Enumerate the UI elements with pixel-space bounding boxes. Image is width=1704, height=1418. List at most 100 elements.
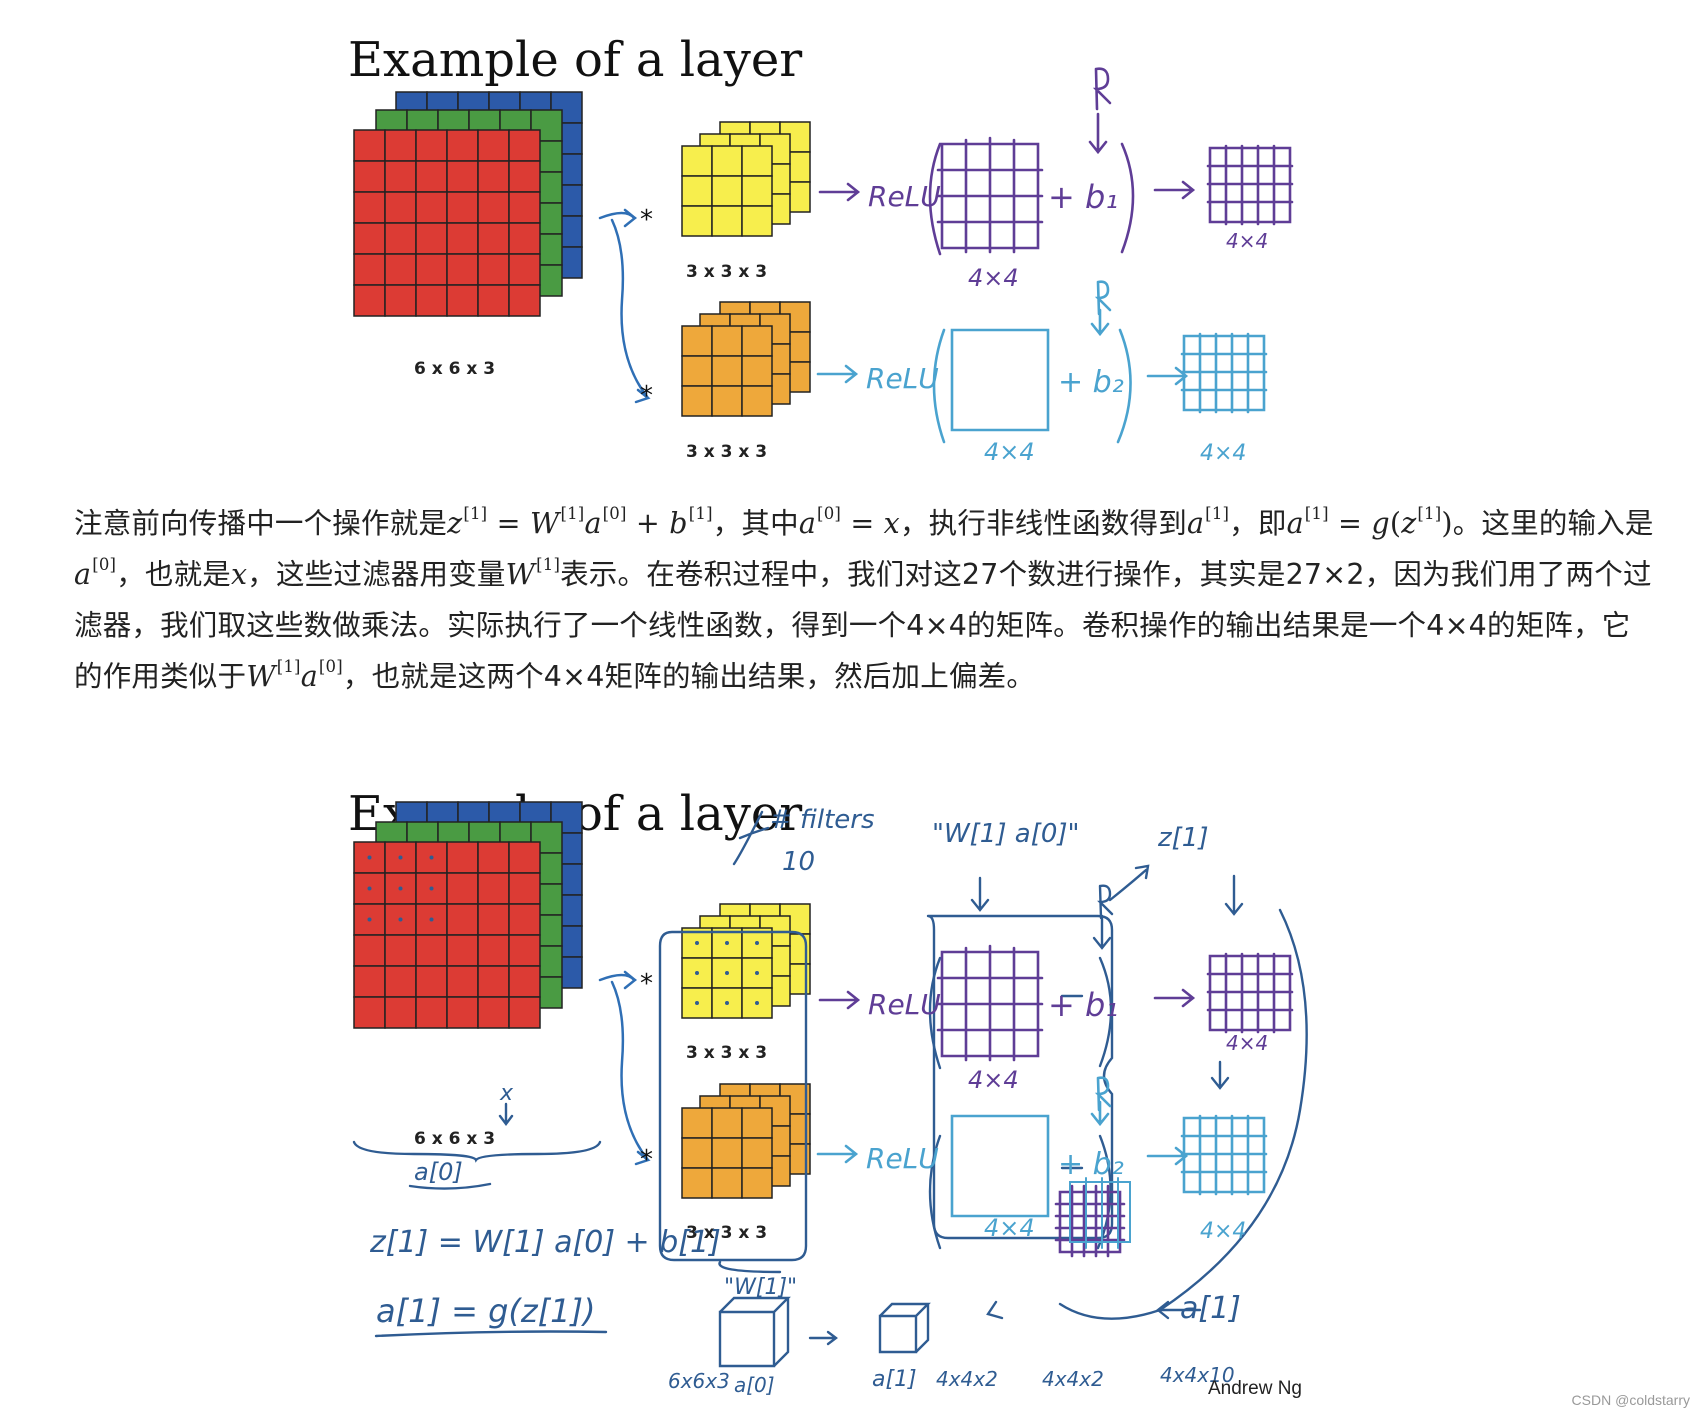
formula-a1-gz1: a[1] = g(z[1]) xyxy=(1286,503,1453,540)
grid-cell xyxy=(446,160,479,193)
filter-yellow xyxy=(681,903,811,1019)
grid-cell xyxy=(741,385,773,417)
filter-position-dot xyxy=(367,886,372,891)
grid-cell xyxy=(446,996,479,1029)
text-segment: 表示。在卷积过程中，我们对这27个数进行操作，其实是27×2，因为我们用了两个过… xyxy=(74,558,1652,693)
grid-cell xyxy=(415,284,448,317)
filter-position-dot xyxy=(725,1001,729,1005)
grid-cell xyxy=(415,253,448,286)
grid-cell xyxy=(353,191,386,224)
grid-cell xyxy=(508,934,541,967)
input-volume xyxy=(353,91,583,317)
filter-position-dot xyxy=(755,971,759,975)
cube-6x6x3-label: 6x6x3 xyxy=(668,1369,730,1393)
size-4x4-label-4: 4×4 xyxy=(1200,441,1246,466)
grid-cell xyxy=(384,934,417,967)
grid-cell xyxy=(711,175,743,207)
grid-cell xyxy=(681,1137,713,1169)
relu-label-2: ReLU xyxy=(866,362,939,395)
convolution-star-2: * xyxy=(640,1145,653,1175)
plus-b1-label: + b₁ xyxy=(1048,178,1118,216)
grid-cell xyxy=(681,385,713,417)
grid-cell xyxy=(508,996,541,1029)
equation-z1: z[1] = W[1] a[0] + b[1] xyxy=(369,1225,721,1260)
size-4x4-label-1: 4×4 xyxy=(968,1066,1019,1094)
grid-cell xyxy=(508,160,541,193)
grid-cell xyxy=(384,129,417,162)
text-segment: ，执行非线性函数得到 xyxy=(899,507,1187,540)
grid-cell xyxy=(681,175,713,207)
handwritten-row-1-cyan-shadow xyxy=(1069,1177,1131,1249)
filter-position-dot xyxy=(367,855,372,860)
grid-cell xyxy=(711,1137,743,1169)
formula-z1: z[1] = W[1]a[0] + b[1] xyxy=(447,503,713,540)
grid-cell xyxy=(508,841,541,874)
text-segment: ，这些过滤器用变量 xyxy=(247,558,506,591)
size-4x4x2-label: 4x4x2 xyxy=(936,1367,998,1391)
filter-orange xyxy=(681,1083,811,1199)
grid-cell xyxy=(446,222,479,255)
grid-cell xyxy=(711,1107,743,1139)
relu-label-1: ReLU xyxy=(868,180,941,213)
grid-cell xyxy=(681,1107,713,1139)
formula-a1: a[1] xyxy=(1186,503,1230,540)
grid-cell xyxy=(446,129,479,162)
grid-cell xyxy=(711,205,743,237)
grid-cell xyxy=(415,996,448,1029)
size-4x4-label-3: 4×4 xyxy=(984,438,1035,466)
watermark: CSDN @coldstarry xyxy=(1571,1392,1690,1408)
filter-position-dot xyxy=(429,917,434,922)
formula-w1: W[1] xyxy=(505,554,561,591)
text-segment: ，也就是 xyxy=(116,558,232,591)
size-4x4-label-1: 4×4 xyxy=(968,264,1019,292)
grid-cell xyxy=(384,284,417,317)
grid-cell xyxy=(384,222,417,255)
grid-cell xyxy=(508,872,541,905)
grid-cell xyxy=(508,965,541,998)
text-segment: 注意前向传播中一个操作就是 xyxy=(74,507,448,540)
a0-under-label: a[0] xyxy=(414,1158,463,1186)
filter-position-dot xyxy=(398,855,403,860)
grid-cell xyxy=(446,191,479,224)
grid-cell xyxy=(681,145,713,177)
split-arrows xyxy=(598,208,651,404)
grid-cell xyxy=(415,934,448,967)
plus-b2-label: + b₂ xyxy=(1058,365,1124,400)
ten-note: 10 xyxy=(782,847,815,877)
grid-cell xyxy=(508,903,541,936)
grid-cell xyxy=(477,284,510,317)
formula-x: x xyxy=(231,558,248,591)
filter1-dim-label: 3 x 3 x 3 xyxy=(686,1043,767,1063)
relu-label-1: ReLU xyxy=(868,988,941,1021)
grid-cell xyxy=(477,129,510,162)
slide-title: Example of a layer xyxy=(348,32,802,88)
size-4x4-label-4: 4×4 xyxy=(1200,1219,1246,1244)
filter-position-dot xyxy=(367,917,372,922)
text-segment: ，也就是这两个4×4矩阵的输出结果，然后加上偏差。 xyxy=(342,660,1036,693)
grid-cell xyxy=(477,222,510,255)
grid-cell xyxy=(353,934,386,967)
body-paragraph: 注意前向传播中一个操作就是z[1] = W[1]a[0] + b[1]，其中a[… xyxy=(74,498,1654,702)
grid-cell xyxy=(477,191,510,224)
grid-cell xyxy=(415,160,448,193)
handwritten-row-2 xyxy=(816,1076,1268,1218)
grid-cell xyxy=(384,996,417,1029)
grid-cell xyxy=(681,325,713,357)
equation-a1: a[1] = g(z[1]) xyxy=(376,1292,596,1330)
formula-a0: a[0] xyxy=(74,554,117,591)
grid-cell xyxy=(353,284,386,317)
filter2-dim-label: 3 x 3 x 3 xyxy=(686,1223,767,1243)
relu-label-2: ReLU xyxy=(866,1142,939,1175)
handwritten-row-1 xyxy=(818,67,1294,256)
grid-cell xyxy=(446,284,479,317)
grid-cell xyxy=(353,129,386,162)
filter-position-dot xyxy=(755,1001,759,1005)
size-4x4x2-label-2: 4x4x2 xyxy=(1042,1367,1104,1391)
grid-cell xyxy=(711,385,743,417)
input-dim-label: 6 x 6 x 3 xyxy=(414,359,495,379)
grid-cell xyxy=(681,355,713,387)
grid-cell xyxy=(741,205,773,237)
grid-cell xyxy=(384,191,417,224)
grid-cell xyxy=(508,129,541,162)
grid-cell xyxy=(477,841,510,874)
